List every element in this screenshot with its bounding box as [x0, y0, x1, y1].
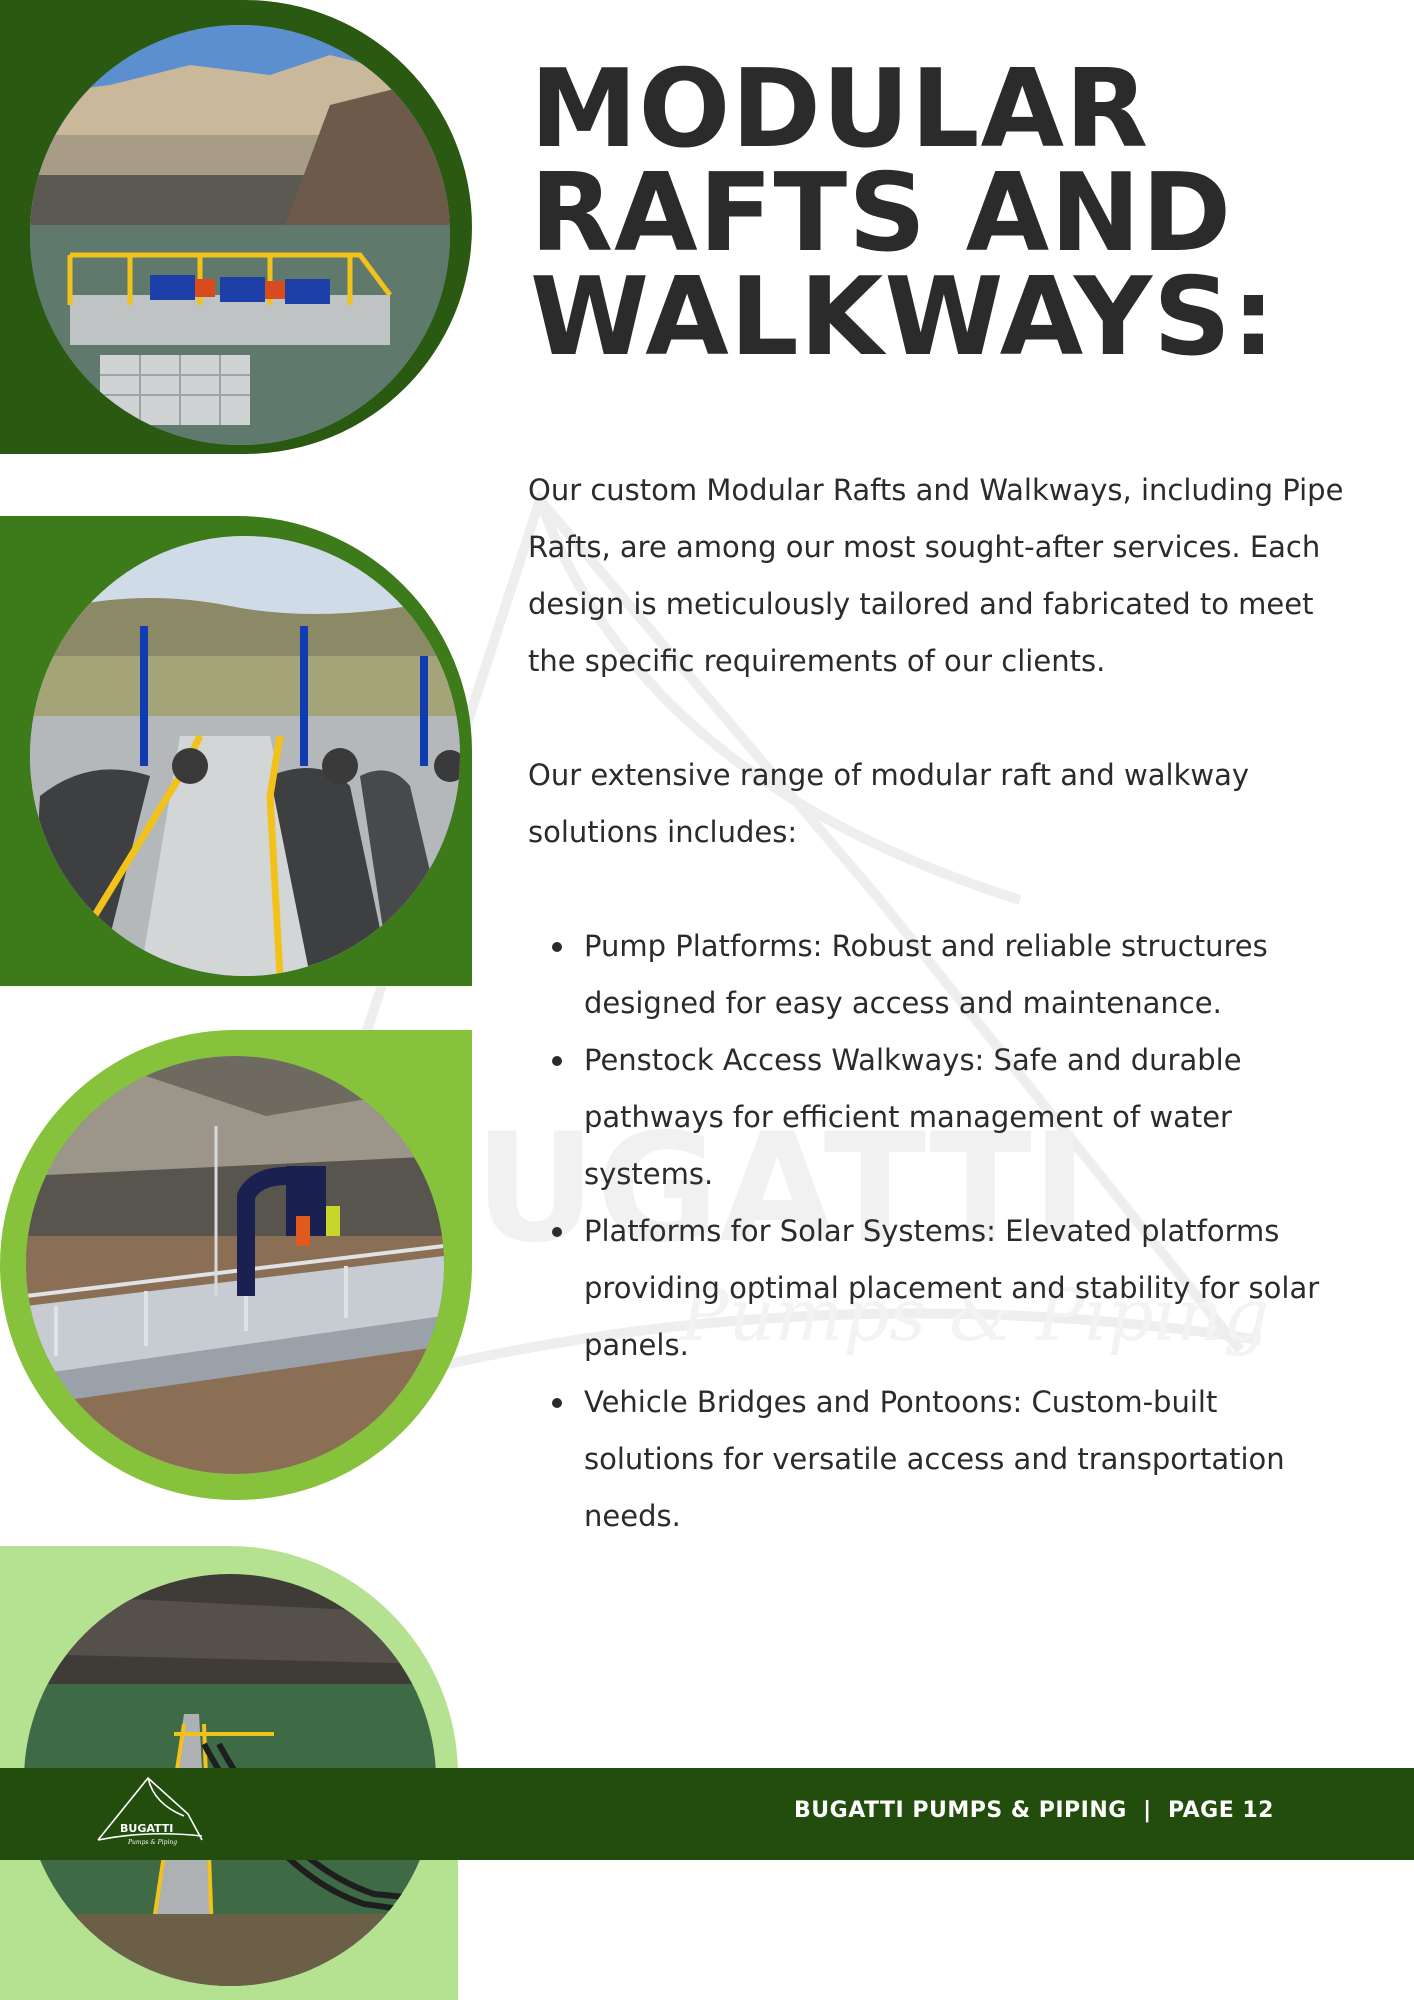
watermark-subtext: Pumps & Piping	[678, 1273, 1269, 1357]
watermark-logo: BUGATTI Pumps & Piping	[235, 489, 1269, 1425]
watermark-text: BUGATTI	[360, 1102, 1088, 1276]
penstock-walkway-photo	[26, 1056, 444, 1474]
list-item: Platforms for Solar Systems: Elevated pl…	[552, 1203, 1348, 1374]
footer-bar: BUGATTI Pumps & Piping BUGATTI PUMPS & P…	[0, 1768, 1414, 1860]
title-line-3: WALKWAYS:	[530, 255, 1277, 380]
list-item: Vehicle Bridges and Pontoons: Custom-bui…	[552, 1374, 1348, 1545]
body-content: Our custom Modular Rafts and Walkways, i…	[528, 462, 1348, 1545]
title-line-2: RAFTS AND	[530, 151, 1233, 276]
page-title: MODULAR RAFTS AND WALKWAYS:	[530, 47, 1370, 380]
photo-group-3	[0, 1030, 472, 1500]
pipe-raft-walkway-photo	[30, 536, 460, 976]
solutions-list: Pump Platforms: Robust and reliable stru…	[528, 918, 1348, 1545]
pump-platform-photo	[30, 25, 450, 445]
logo-subtext: Pumps & Piping	[127, 1839, 177, 1846]
bugatti-logo: BUGATTI Pumps & Piping	[97, 1776, 203, 1846]
list-item: Penstock Access Walkways: Safe and durab…	[552, 1032, 1348, 1203]
photo-group-2	[0, 516, 472, 986]
intro-paragraph: Our custom Modular Rafts and Walkways, i…	[528, 473, 1344, 678]
photo-group-1	[0, 0, 472, 454]
list-item: Pump Platforms: Robust and reliable stru…	[552, 918, 1348, 1032]
footer-page-label: BUGATTI PUMPS & PIPING | PAGE 12	[794, 1798, 1274, 1823]
title-line-1: MODULAR	[530, 47, 1150, 172]
logo-text: BUGATTI	[120, 1822, 173, 1835]
range-paragraph: Our extensive range of modular raft and …	[528, 758, 1250, 849]
